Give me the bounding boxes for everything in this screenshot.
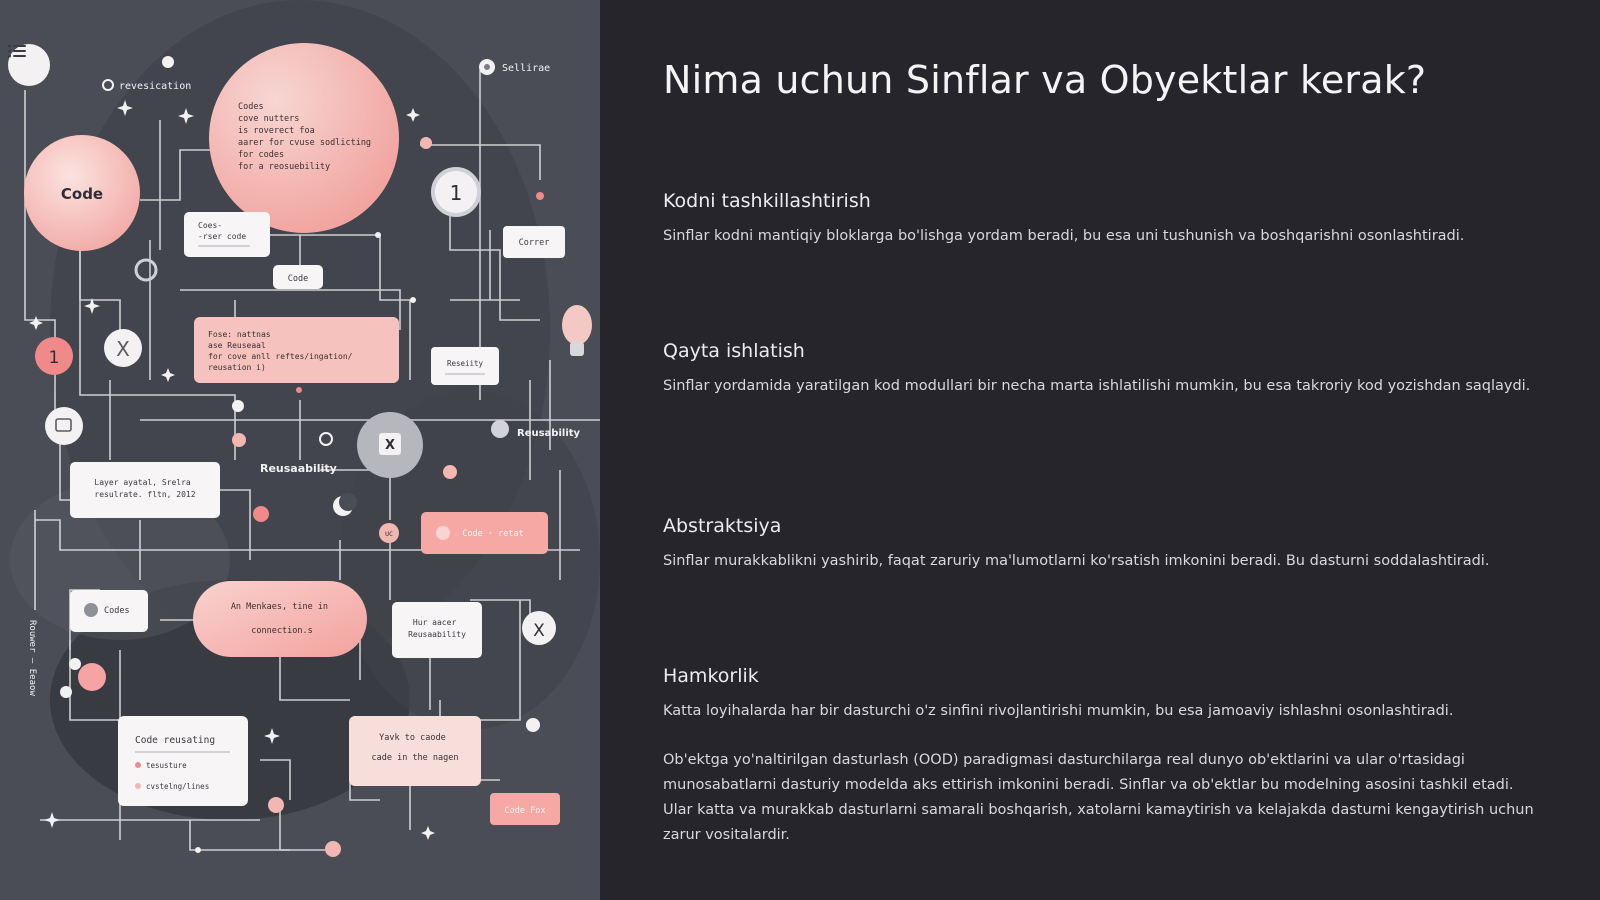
summary-paragraph: Ob'ektga yo'naltirilgan dasturlash (OOD)… (663, 752, 1534, 843)
svg-text:Code reusating: Code reusating (135, 735, 215, 746)
number-one-badge: 1 (431, 167, 481, 217)
svg-text:Code: Code (61, 185, 103, 203)
svg-text:Coes--rser code: Coes--rser code (198, 221, 246, 241)
section-text: Katta loyihalarda har bir dasturchi o'z … (663, 703, 1454, 719)
sellirae-label: Sellirae (479, 59, 550, 75)
svg-text:1: 1 (450, 181, 463, 205)
code-circle: Code (24, 135, 140, 251)
card-pink-code: Fose: nattnas ase Reuseaal for cove anll… (194, 317, 399, 383)
card-code-small: Code (273, 265, 323, 289)
x-center-badge: X (357, 412, 423, 478)
lightbulb-icon (562, 305, 592, 356)
svg-text:An Menkaes, tine in: An Menkaes, tine in connection.s (231, 602, 333, 636)
svg-text:Code Fox: Code Fox (505, 806, 546, 816)
number-one-left-badge: 1 (35, 337, 73, 375)
svg-text:Rouwer — Eeaow: Rouwer — Eeaow (27, 620, 37, 696)
svg-text:cvstelng/lines: cvstelng/lines (146, 782, 209, 791)
card-yavk: Yavk to caode cade in the nagen (349, 716, 481, 786)
card-correr: Correr (503, 226, 565, 258)
section-text: Sinflar yordamida yaratilgan kod modulla… (663, 378, 1531, 394)
section-text: Sinflar kodni mantiqiy bloklarga bo'lish… (663, 228, 1465, 244)
svg-text:X: X (533, 621, 545, 641)
section-abstraction: Abstraktsiya Sinflar murakkablikni yashi… (663, 515, 1543, 574)
menu-button[interactable] (8, 44, 50, 86)
page-title: Nima uchun Sinflar va Obyektlar kerak? (663, 58, 1427, 102)
svg-text:Correr: Correr (519, 238, 550, 248)
section-collaboration: Hamkorlik Katta loyihalarda har bir dast… (663, 665, 1543, 724)
section-reuse: Qayta ishlatish Sinflar yordamida yarati… (663, 340, 1543, 399)
card-reseiity: Reseiity (431, 347, 499, 385)
section-heading: Abstraktsiya (663, 515, 782, 537)
section-heading: Hamkorlik (663, 665, 759, 687)
svg-text:Code: Code (288, 274, 308, 284)
section-text: Sinflar murakkablikni yashirib, faqat za… (663, 553, 1490, 569)
svg-text:Layer ayatal, Srelra: Layer ayatal, Srelra resulrate. fltn, 20… (94, 478, 195, 499)
illustration-canvas: Code Codes cove nutters is roverect foa … (10, 0, 600, 857)
card-layer: Layer ayatal, Srelra resulrate. fltn, 20… (70, 462, 220, 518)
moon-icon (333, 493, 357, 516)
card-code-reusating: Code reusating tesusture cvstelng/lines (118, 716, 248, 806)
card-code-fox: Code Fox (490, 793, 560, 825)
section-heading: Qayta ishlatish (663, 340, 805, 362)
uc-badge: UC (379, 523, 399, 543)
svg-text:Sellirae: Sellirae (502, 63, 550, 74)
content-panel: Nima uchun Sinflar va Obyektlar kerak? K… (600, 0, 1600, 900)
svg-text:Yavk to caode cade i: Yavk to caode cade in the nagen (372, 733, 459, 763)
svg-text:Codes: Codes (104, 606, 130, 616)
svg-text:tesusture: tesusture (146, 761, 187, 770)
svg-text:Reseiity: Reseiity (447, 359, 484, 368)
x-right-badge: X (522, 611, 556, 645)
svg-text:revesication: revesication (119, 81, 191, 92)
bubble-text: Codes cove nutters is roverect foa aarer… (238, 102, 376, 172)
pill-connections: An Menkaes, tine in connection.s (193, 581, 367, 657)
svg-text:1: 1 (49, 348, 60, 368)
card-code-retat: Code · retat (421, 512, 548, 554)
section-heading: Kodni tashkillashtirish (663, 190, 871, 212)
sparkles (29, 100, 435, 840)
svg-text:Reusaability: Reusaability (260, 462, 337, 475)
svg-text:X: X (385, 438, 395, 453)
section-code-organization: Kodni tashkillashtirish Sinflar kodni ma… (663, 190, 1543, 249)
svg-text:X: X (116, 337, 130, 361)
x-left-badge: X (104, 329, 142, 367)
card-hur-aacer: Hur aacer Reusaability (392, 602, 482, 658)
nodes (60, 56, 544, 857)
svg-text:Fose: nattnas ase: Fose: nattnas ase Reuseaal for cove anll… (208, 330, 357, 372)
svg-text:Hur aacer Reusaabili: Hur aacer Reusaability (408, 618, 466, 639)
circuit-lines (24, 70, 600, 851)
card-codes: Codes (70, 590, 148, 632)
card-coes: Coes--rser code (184, 212, 270, 257)
svg-text:Reusability: Reusability (517, 428, 581, 439)
svg-text:UC: UC (385, 530, 393, 538)
code-bubble: Codes cove nutters is roverect foa aarer… (209, 43, 399, 233)
svg-text:Code · retat: Code · retat (462, 529, 523, 539)
circuit-illustration: Code Codes cove nutters is roverect foa … (0, 0, 600, 900)
chat-icon (45, 407, 83, 445)
list-icon (8, 44, 26, 58)
